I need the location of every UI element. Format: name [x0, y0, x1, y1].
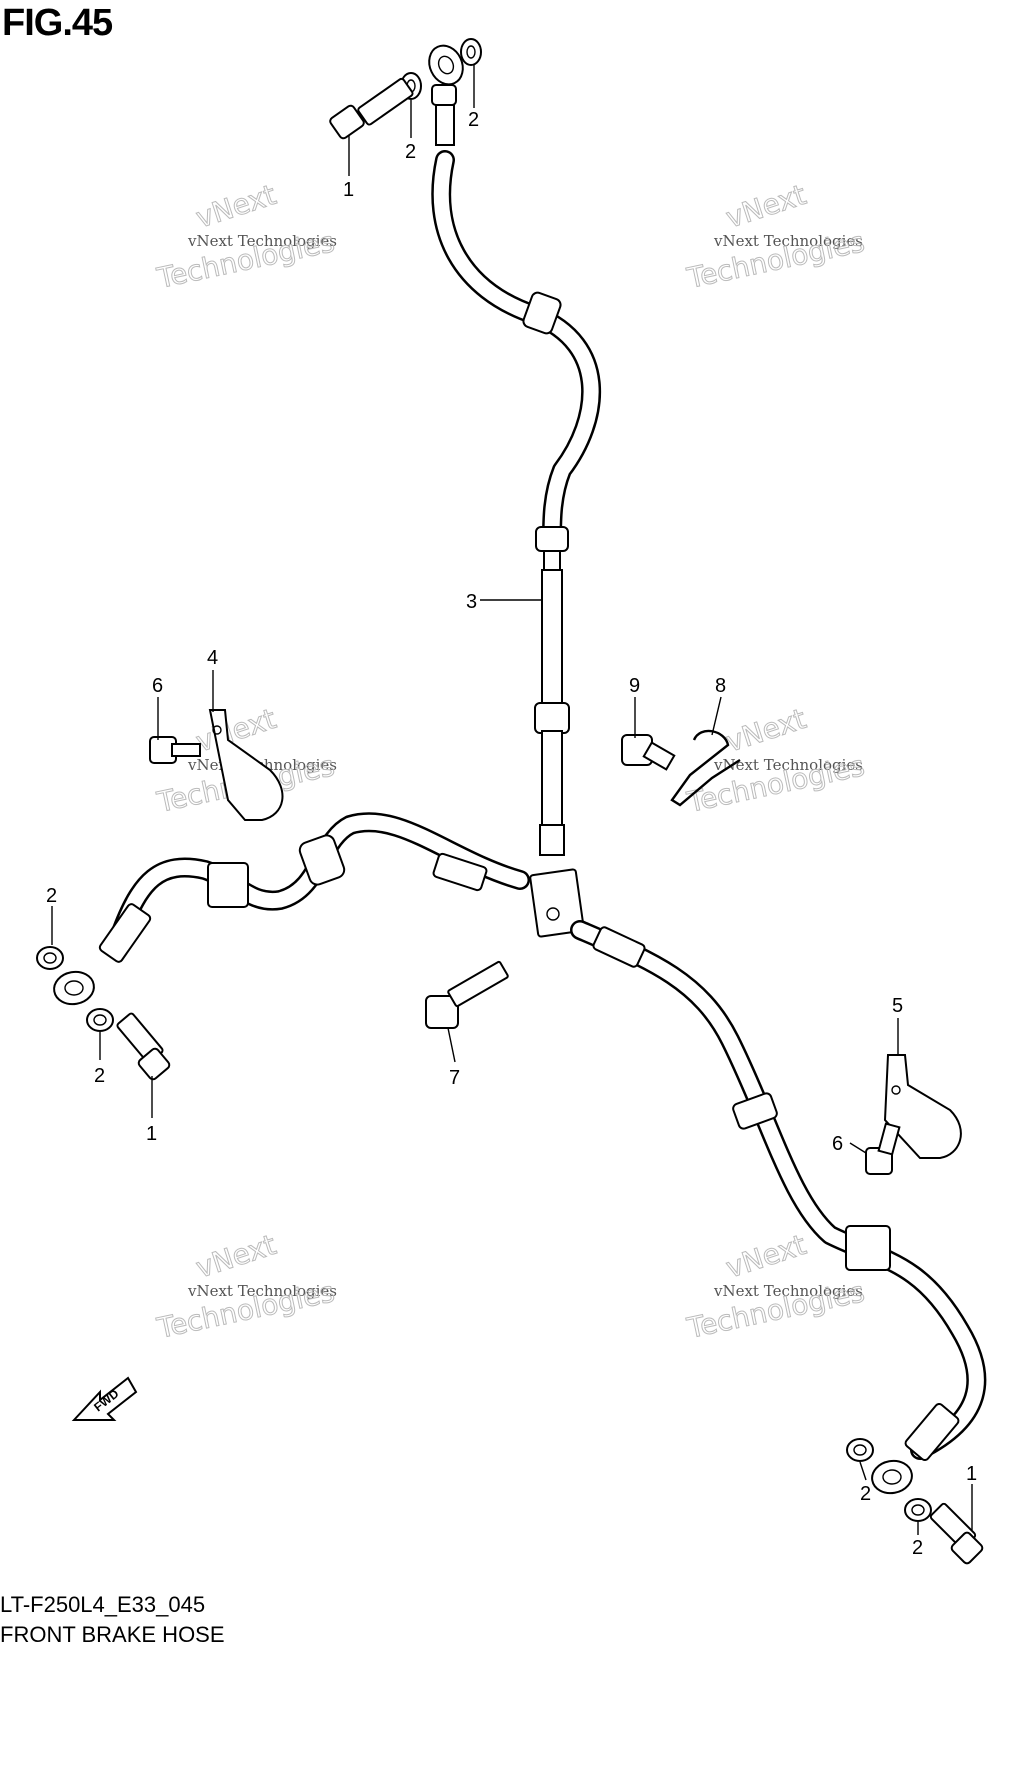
hose-grommet	[535, 526, 569, 552]
hose-clamp-4	[208, 709, 284, 821]
forward-arrow: FWD	[71, 1376, 138, 1421]
hose-clamp-block	[845, 1225, 891, 1271]
pipe-fitting	[539, 824, 565, 856]
watermark-text: vNext	[722, 1228, 810, 1285]
callout-number: 2	[468, 109, 479, 131]
bolt-thread	[447, 960, 509, 1008]
hose-ferrule	[435, 104, 455, 146]
sealing-washer	[846, 1438, 874, 1462]
hose-clip-8	[670, 729, 741, 807]
watermark-top-left: vNext vNext Technologies Technologies	[153, 177, 338, 295]
watermark-text: vNext	[722, 178, 810, 235]
callout-number: 5	[892, 995, 903, 1017]
callout-number: 9	[629, 675, 640, 697]
callout-number: 2	[912, 1537, 923, 1559]
callout-number: 1	[966, 1463, 977, 1485]
joint-bolt-7	[425, 960, 509, 1029]
bolt-head	[425, 995, 459, 1029]
clamp-bolt-6-lower	[865, 1122, 901, 1175]
clamp-bolt-6-upper	[149, 736, 201, 764]
watermark-text: vNext Technologies	[713, 756, 863, 774]
bolt-thread	[877, 1122, 901, 1156]
banjo-bolt-thread	[357, 77, 414, 126]
watermark-text: vNext	[722, 702, 810, 759]
three-way-joint	[529, 868, 585, 938]
bolt-thread	[642, 741, 676, 771]
callout-number: 1	[343, 179, 354, 201]
banjo-bolt-head	[329, 104, 365, 140]
watermark-text: vNext Technologies	[187, 1282, 337, 1300]
hose-clamp-block	[207, 862, 249, 908]
callout-number: 2	[94, 1065, 105, 1087]
callout-number: 7	[449, 1067, 460, 1089]
hose-clamp-5	[883, 1054, 962, 1159]
hose-ferrule	[592, 926, 646, 968]
right-brake-hose	[570, 920, 987, 1565]
banjo-fitting	[428, 44, 464, 86]
clip-bolt-9	[621, 734, 676, 771]
watermark-text: vNext Technologies	[713, 1282, 863, 1300]
callout-leaders	[51, 65, 973, 1535]
hose-grommet	[732, 1092, 778, 1130]
callout-number: 8	[715, 675, 726, 697]
brake-pipe-segment	[541, 730, 563, 832]
brake-hose-joint	[529, 868, 585, 938]
callout-number: 2	[860, 1483, 871, 1505]
upper-brake-hose	[431, 150, 602, 574]
callout-number: 6	[152, 675, 163, 697]
callout-number: 4	[207, 647, 218, 669]
banjo-fitting	[53, 970, 95, 1006]
sealing-washer	[36, 946, 64, 970]
watermark-mid-right: vNext vNext Technologies Technologies	[683, 701, 868, 819]
hose-ferrule	[98, 903, 152, 963]
hose-grommet	[522, 291, 562, 335]
left-brake-hose	[36, 812, 530, 1081]
banjo-fitting	[871, 1459, 913, 1495]
watermark-bottom-left: vNext vNext Technologies Technologies	[153, 1227, 338, 1345]
top-banjo-assembly	[329, 38, 482, 146]
watermark-text: vNext	[192, 1228, 280, 1285]
hose-grommet	[298, 834, 346, 886]
model-code: LT-F250L4_E33_045	[0, 1592, 206, 1617]
hose-ferrule	[904, 1402, 960, 1462]
sealing-washer	[904, 1498, 932, 1522]
watermark-text: vNext Technologies	[713, 232, 863, 250]
banjo-bolt-head	[137, 1047, 171, 1081]
callout-number: 3	[466, 591, 477, 613]
brake-pipe	[534, 569, 570, 856]
hose-ferrule	[432, 852, 488, 892]
sealing-washer	[460, 38, 482, 66]
watermark-text: vNext Technologies	[187, 232, 337, 250]
callouts: 1 2 2 3 4 6 9 8 2 2 1 7 5 6 2 2 1	[46, 109, 977, 1559]
figure-title: FIG.45	[2, 2, 113, 44]
banjo-neck	[431, 84, 457, 106]
banjo-bolt-head	[950, 1531, 984, 1565]
callout-number: 1	[146, 1123, 157, 1145]
figure-name: FRONT BRAKE HOSE	[0, 1622, 225, 1647]
brake-pipe-segment	[541, 569, 563, 706]
sealing-washer	[86, 1008, 114, 1032]
watermark-top-right: vNext vNext Technologies Technologies	[683, 177, 868, 295]
callout-number: 2	[405, 141, 416, 163]
callout-number: 2	[46, 885, 57, 907]
bolt-thread	[171, 743, 201, 757]
callout-number: 6	[832, 1133, 843, 1155]
watermark-text: vNext	[192, 178, 280, 235]
pipe-grommet	[534, 702, 570, 734]
